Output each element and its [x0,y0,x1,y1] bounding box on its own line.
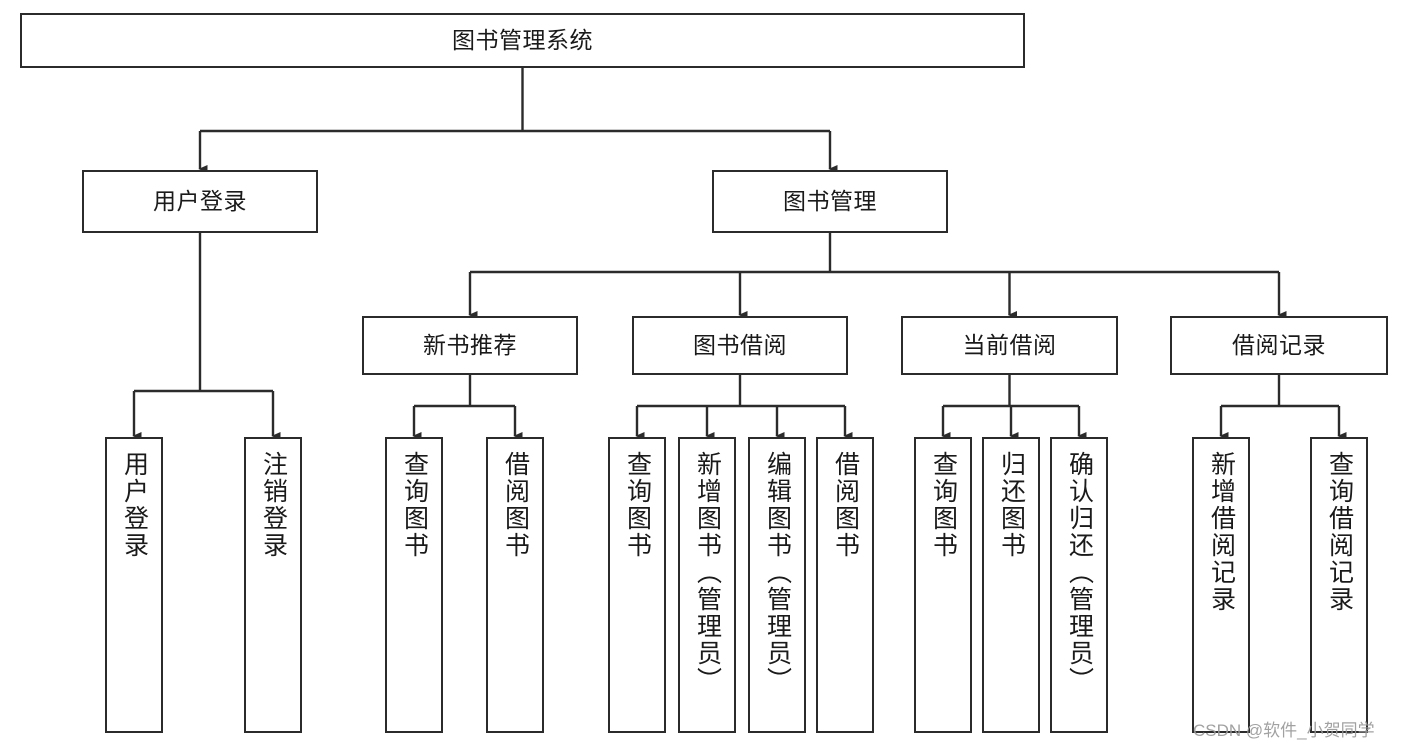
node-leaf-edit-book[interactable]: 编辑图书（管理员） [748,437,806,733]
node-leaf-add-book[interactable]: 新增图书（管理员） [678,437,736,733]
node-label: 图书管理系统 [452,26,593,53]
node-label: 当前借阅 [962,331,1057,358]
node-label: 图书管理 [783,187,877,214]
node-new-book-rec[interactable]: 新书推荐 [362,316,578,375]
node-book-manage[interactable]: 图书管理 [712,170,948,233]
node-borrow-record[interactable]: 借阅记录 [1170,316,1388,375]
node-leaf-borrow-book-1[interactable]: 借阅图书 [486,437,544,733]
node-label: 查询图书 [929,451,958,559]
node-leaf-query-book-1[interactable]: 查询图书 [385,437,443,733]
node-label: 新增借阅记录 [1207,451,1236,613]
node-leaf-add-record[interactable]: 新增借阅记录 [1192,437,1250,733]
node-label: 归还图书 [997,451,1026,559]
node-leaf-confirm-return[interactable]: 确认归还（管理员） [1050,437,1108,733]
node-leaf-borrow-book-2[interactable]: 借阅图书 [816,437,874,733]
node-label: 新增图书（管理员） [693,451,722,694]
node-leaf-return-book[interactable]: 归还图书 [982,437,1040,733]
node-label: 用户登录 [153,187,247,214]
node-label: 借阅记录 [1232,331,1326,358]
node-leaf-logout[interactable]: 注销登录 [244,437,302,733]
node-label: 用户登录 [120,451,149,559]
node-current-borrow[interactable]: 当前借阅 [901,316,1118,375]
node-leaf-query-book-2[interactable]: 查询图书 [608,437,666,733]
node-label: 查询图书 [400,451,429,559]
node-label: 借阅图书 [831,451,860,559]
node-label: 查询图书 [623,451,652,559]
node-label: 注销登录 [259,451,288,559]
node-leaf-query-record[interactable]: 查询借阅记录 [1310,437,1368,733]
node-label: 确认归还（管理员） [1065,451,1094,694]
node-user-login[interactable]: 用户登录 [82,170,318,233]
node-book-borrow[interactable]: 图书借阅 [632,316,848,375]
node-leaf-query-book-3[interactable]: 查询图书 [914,437,972,733]
node-label: 借阅图书 [501,451,530,559]
node-label: 图书借阅 [693,331,787,358]
node-label: 编辑图书（管理员） [763,451,792,694]
node-root[interactable]: 图书管理系统 [20,13,1025,68]
node-label: 新书推荐 [423,331,517,358]
node-label: 查询借阅记录 [1325,451,1354,613]
node-leaf-user-login[interactable]: 用户登录 [105,437,163,733]
